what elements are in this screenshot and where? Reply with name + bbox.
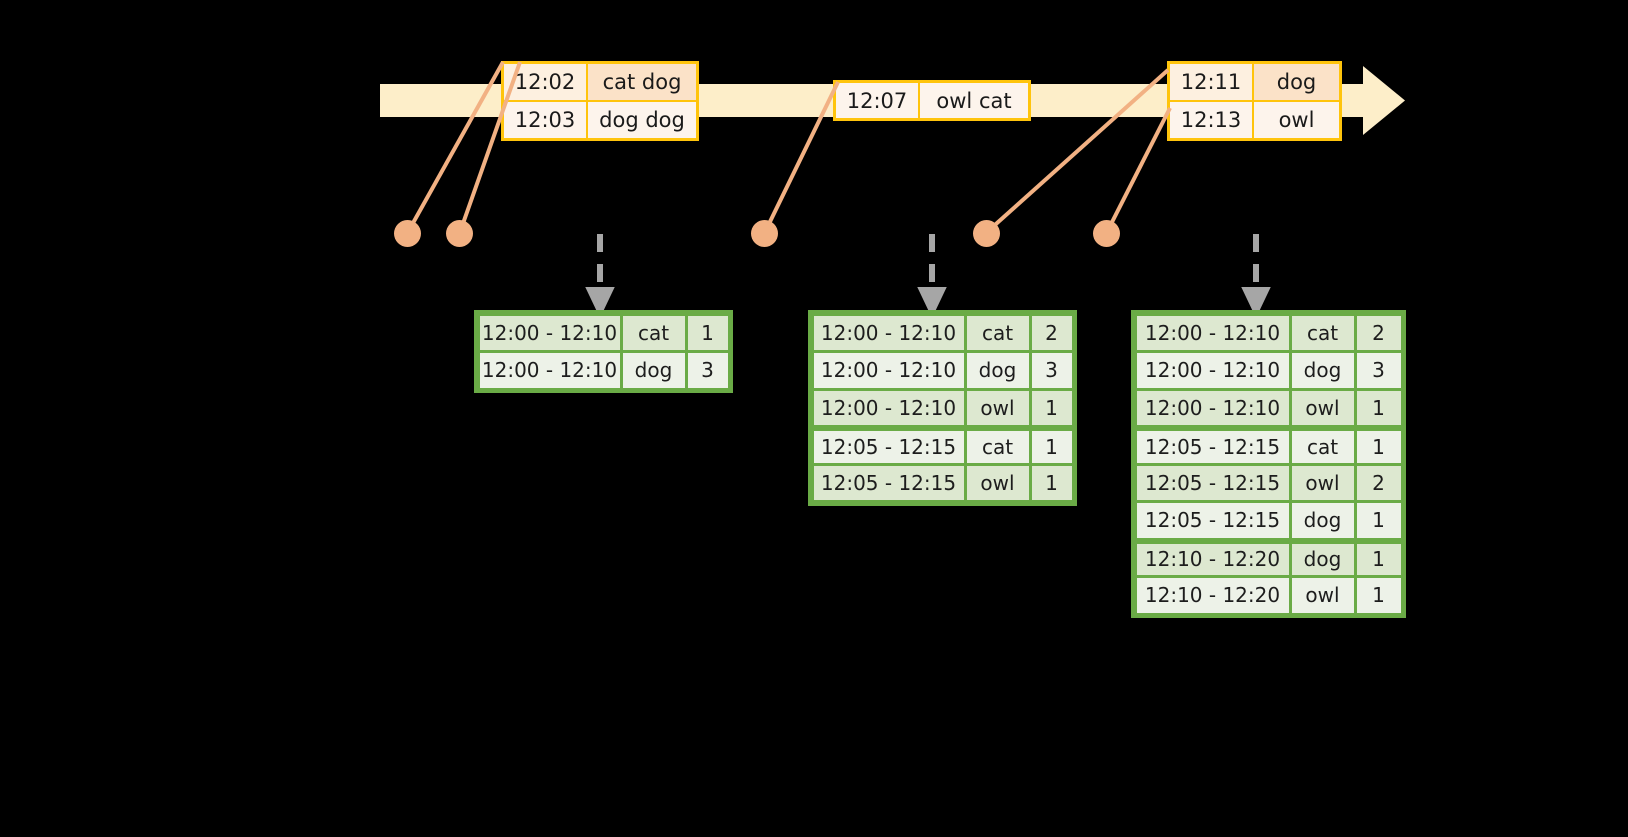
table-cell-count: 1 <box>1356 431 1401 463</box>
table-cell-key: cat <box>1291 431 1354 463</box>
table-cell-count: 1 <box>1356 543 1401 575</box>
table-cell-count: 1 <box>1356 390 1401 425</box>
table-cell-count: 1 <box>1031 390 1072 425</box>
event-words: dog <box>1254 64 1339 100</box>
table-cell-window: 12:00 - 12:10 <box>1136 353 1289 388</box>
connector-dot-4[interactable] <box>973 220 1000 247</box>
table-cell-window: 12:00 - 12:10 <box>813 353 964 388</box>
connector-dot-1[interactable] <box>394 220 421 247</box>
table-cell-key: dog <box>622 353 685 388</box>
table-cell-count: 1 <box>1031 431 1072 463</box>
table-cell-key: owl <box>1291 578 1354 613</box>
table-cell-window: 12:00 - 12:10 <box>479 315 620 350</box>
table-cell-window: 12:05 - 12:15 <box>813 465 964 500</box>
connector-dot-2[interactable] <box>446 220 473 247</box>
connector-dot-3[interactable] <box>751 220 778 247</box>
table-cell-count: 1 <box>1356 578 1401 613</box>
event-time: 12:03 <box>504 102 588 138</box>
table-cell-count: 3 <box>1356 353 1401 388</box>
table-cell-count: 2 <box>1031 315 1072 350</box>
table-cell-count: 1 <box>687 315 728 350</box>
event-words: cat dog <box>588 64 696 100</box>
event-row: 12:11 dog <box>1170 64 1339 100</box>
table-cell-key: dog <box>966 353 1029 388</box>
table-cell-window: 12:00 - 12:10 <box>813 390 964 425</box>
table-cell-key: owl <box>1291 390 1354 425</box>
table-cell-count: 3 <box>687 353 728 388</box>
table-cell-window: 12:05 - 12:15 <box>1136 465 1289 500</box>
event-time: 12:07 <box>836 83 920 118</box>
table-cell-window: 12:00 - 12:10 <box>1136 390 1289 425</box>
event-box-group-3[interactable]: 12:11 dog 12:13 owl <box>1167 61 1342 141</box>
table-cell-key: cat <box>966 431 1029 463</box>
table-cell-count: 2 <box>1356 465 1401 500</box>
event-time: 12:11 <box>1170 64 1254 100</box>
table-cell-count: 1 <box>1356 503 1401 538</box>
table-cell-count: 1 <box>1031 465 1072 500</box>
event-row: 12:03 dog dog <box>504 100 696 138</box>
table-cell-key: owl <box>1291 465 1354 500</box>
table-cell-window: 12:05 - 12:15 <box>1136 503 1289 538</box>
event-row: 12:07 owl cat <box>836 83 1028 118</box>
table-cell-key: dog <box>1291 543 1354 575</box>
table-cell-count: 2 <box>1356 315 1401 350</box>
connector-dot-5[interactable] <box>1093 220 1120 247</box>
event-row: 12:13 owl <box>1170 100 1339 138</box>
table-cell-window: 12:10 - 12:20 <box>1136 543 1289 575</box>
table-cell-window: 12:00 - 12:10 <box>813 315 964 350</box>
table-cell-key: cat <box>1291 315 1354 350</box>
table-cell-key: owl <box>966 465 1029 500</box>
table-cell-key: dog <box>1291 353 1354 388</box>
table-cell-window: 12:00 - 12:10 <box>479 353 620 388</box>
table-cell-window: 12:05 - 12:15 <box>1136 431 1289 463</box>
table-cell-key: cat <box>622 315 685 350</box>
event-time: 12:13 <box>1170 102 1254 138</box>
event-row: 12:02 cat dog <box>504 64 696 100</box>
table-cell-key: owl <box>966 390 1029 425</box>
table-cell-window: 12:10 - 12:20 <box>1136 578 1289 613</box>
table-cell-count: 3 <box>1031 353 1072 388</box>
event-time: 12:02 <box>504 64 588 100</box>
table-cell-window: 12:00 - 12:10 <box>1136 315 1289 350</box>
table-cell-key: dog <box>1291 503 1354 538</box>
event-box-group-2[interactable]: 12:07 owl cat <box>833 80 1031 121</box>
event-words: dog dog <box>588 102 696 138</box>
event-words: owl <box>1254 102 1339 138</box>
table-cell-key: cat <box>966 315 1029 350</box>
event-box-group-1[interactable]: 12:02 cat dog 12:03 dog dog <box>501 61 699 141</box>
table-cell-window: 12:05 - 12:15 <box>813 431 964 463</box>
event-words: owl cat <box>920 83 1028 118</box>
